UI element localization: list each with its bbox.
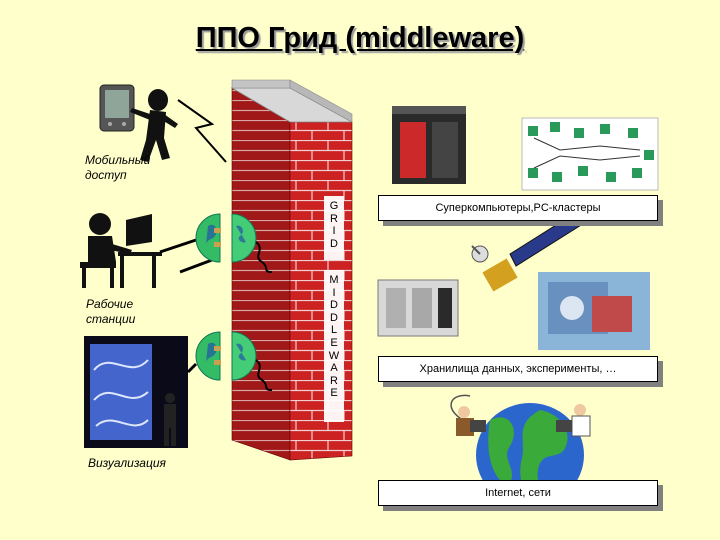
lightning-icon [177, 99, 227, 163]
supercomputer-icon [392, 106, 466, 184]
box-storage: Хранилища данных, эксперименты, … [378, 356, 658, 382]
pc-cluster-icon [521, 117, 659, 191]
box-internet: Internet, сети [378, 480, 658, 506]
data-storage-icon [377, 279, 459, 337]
experiment-detector-icon [538, 272, 650, 350]
person-with-plug-left-icon [456, 406, 486, 436]
user-at-desk-icon [80, 213, 132, 288]
box-supercomputers-label: Суперкомпьютеры,PC-кластеры [435, 202, 601, 214]
label-workstations: Рабочие станции [86, 297, 136, 326]
globe-plug-icon-2 [195, 331, 273, 391]
pda-icon [99, 84, 135, 132]
box-supercomputers: Суперкомпьютеры,PC-кластеры [378, 195, 658, 221]
monitor-icon [118, 214, 162, 288]
label-visualization: Визуализация [88, 456, 166, 470]
page-title: ППО Грид (middleware) [195, 22, 525, 54]
person-silhouette-icon [130, 89, 178, 162]
label-mobile-access: Мобильный доступ [85, 153, 151, 182]
satellite-icon [471, 209, 587, 292]
person-with-plug-right-icon [556, 404, 591, 437]
wall-label-middleware: M I D D L E W A R E [328, 274, 340, 400]
presenter-icon [164, 393, 176, 446]
globe-plug-icon [195, 213, 273, 273]
box-internet-label: Internet, сети [485, 487, 551, 499]
box-storage-label: Хранилища данных, эксперименты, … [419, 363, 617, 375]
wall-label-grid: G R I D [329, 200, 339, 250]
